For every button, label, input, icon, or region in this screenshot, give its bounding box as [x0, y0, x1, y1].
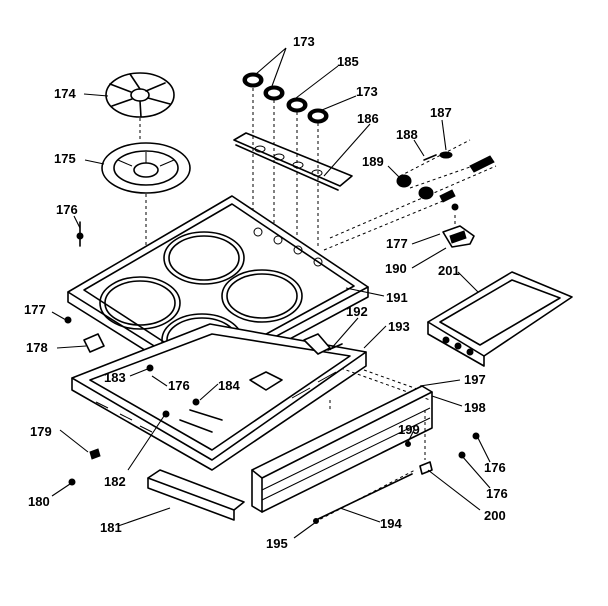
part-193-burner-box: [71, 323, 367, 471]
callout-190: 190: [385, 261, 407, 276]
callout-200: 200: [484, 508, 506, 523]
part-186-switch-panel: [233, 132, 353, 191]
callout-201: 201: [438, 263, 460, 278]
callout-173: 173: [356, 84, 378, 99]
callout-176: 176: [56, 202, 78, 217]
callout-189: 189: [362, 154, 384, 169]
callout-177: 177: [24, 302, 46, 317]
callout-180: 180: [28, 494, 50, 509]
callout-175: 175: [54, 151, 76, 166]
callout-176: 176: [168, 378, 190, 393]
callout-labels: 173 185 173 174 187 186 188 175 189 176 …: [24, 34, 508, 551]
part-201-panel-glass: [427, 271, 573, 367]
part-191-cooktop: [67, 195, 369, 387]
part-180-screw: [68, 478, 76, 486]
part-179-clip: [89, 448, 101, 460]
part-174-drip-bowl: [105, 72, 175, 118]
callout-184: 184: [218, 378, 240, 393]
part-194-195-strip: [313, 432, 480, 524]
callout-176: 176: [486, 486, 508, 501]
callout-177: 177: [386, 236, 408, 251]
callout-174: 174: [54, 86, 76, 101]
callout-176: 176: [484, 460, 506, 475]
callout-186: 186: [357, 111, 379, 126]
callout-192: 192: [346, 304, 368, 319]
callout-183: 183: [104, 370, 126, 385]
callout-173: 173: [293, 34, 315, 49]
callout-193: 193: [388, 319, 410, 334]
part-173-knobs: [242, 72, 329, 124]
callout-187: 187: [430, 105, 452, 120]
callout-182: 182: [104, 474, 126, 489]
part-181-front-trim: [147, 469, 245, 521]
callout-181: 181: [100, 520, 122, 535]
part-190-terminal-block: [442, 225, 475, 248]
callout-185: 185: [337, 54, 359, 69]
callout-199: 199: [398, 422, 420, 437]
callout-194: 194: [380, 516, 402, 531]
callout-188: 188: [396, 127, 418, 142]
leader-lines: [51, 47, 491, 539]
part-187-189-switch-parts: [396, 139, 495, 211]
part-178-bracket: [83, 333, 105, 353]
callout-197: 197: [464, 372, 486, 387]
callout-198: 198: [464, 400, 486, 415]
callout-195: 195: [266, 536, 288, 551]
part-175-trim-ring: [101, 142, 191, 194]
callout-179: 179: [30, 424, 52, 439]
callout-191: 191: [386, 290, 408, 305]
callout-178: 178: [26, 340, 48, 355]
part-197-198-rail: [251, 385, 433, 513]
